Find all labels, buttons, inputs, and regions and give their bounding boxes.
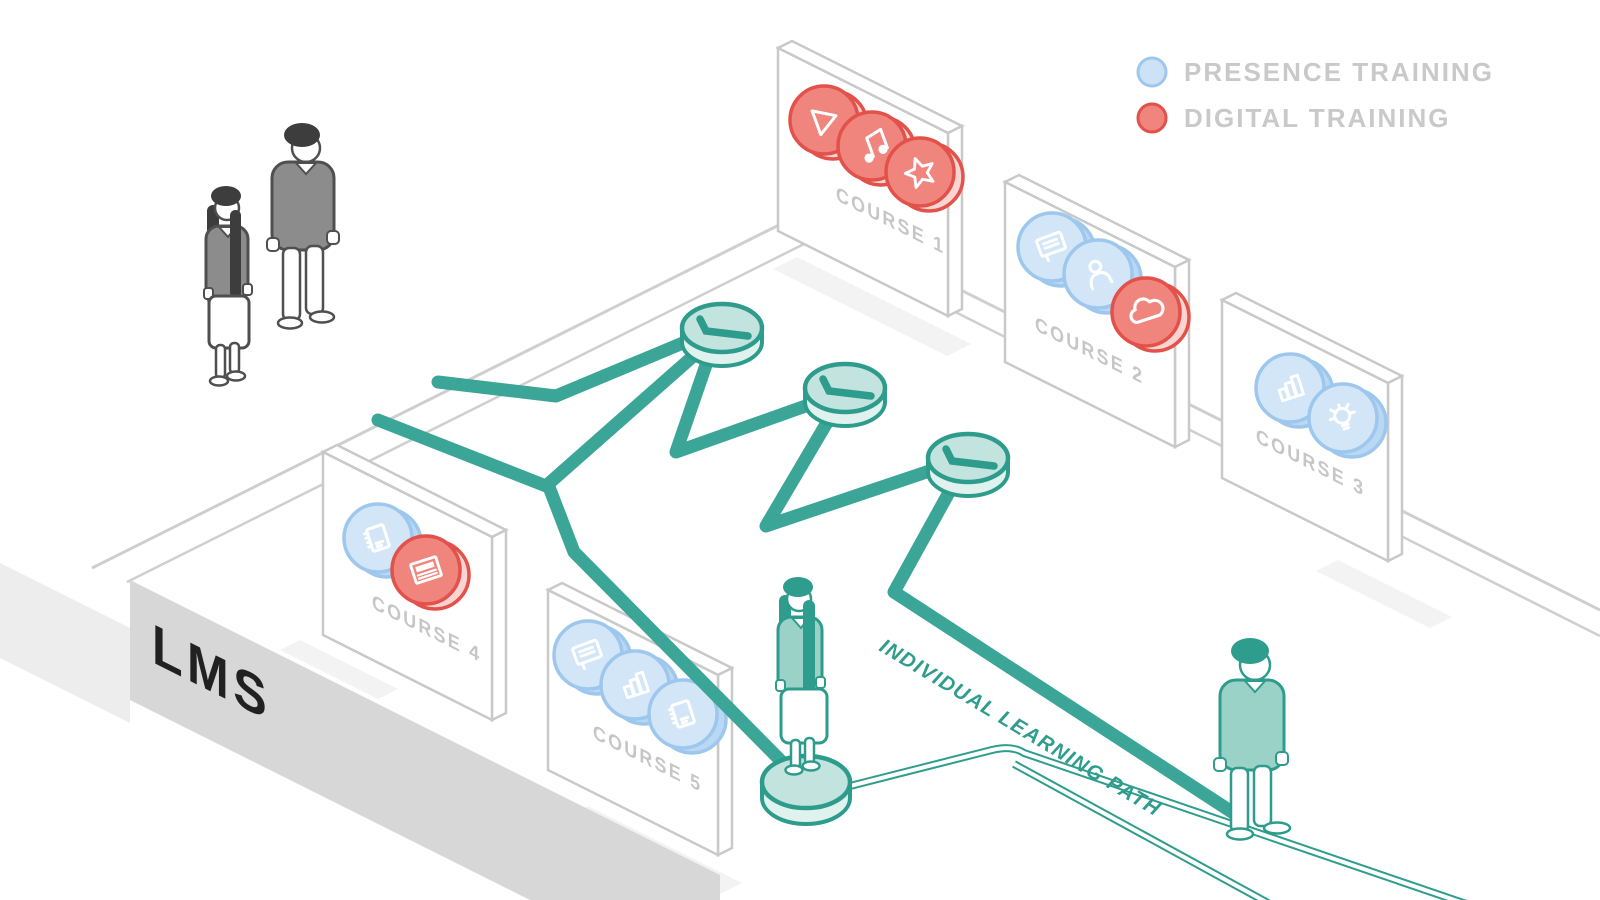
course-2-badges (1016, 211, 1191, 353)
course-sign-1: COURSE 1 (775, 39, 965, 319)
digital-training-label: DIGITAL TRAINING (1184, 103, 1450, 133)
course-sign-2: COURSE 2 (1002, 173, 1192, 450)
platform-step-face (0, 563, 130, 723)
badge-digital (1110, 276, 1191, 353)
presence-training-swatch-icon (1136, 56, 1168, 88)
learner-woman-on-path (775, 577, 829, 776)
badge-digital (884, 136, 965, 213)
badge-presence (1307, 382, 1388, 459)
checkpoint-2 (802, 361, 888, 428)
course-1-badges (788, 84, 965, 213)
badge-presence (647, 678, 728, 755)
waiting-man-gray (266, 123, 340, 330)
platform-front-face (130, 580, 720, 900)
waiting-woman-gray (203, 186, 253, 387)
digital-training-swatch-icon (1136, 102, 1168, 134)
legend: PRESENCE TRAINING DIGITAL TRAINING (1136, 56, 1494, 134)
legend-item-digital: DIGITAL TRAINING (1136, 102, 1450, 134)
course-3-badges (1254, 352, 1388, 459)
path-branch-to-learner (542, 480, 797, 777)
course-4-badges (342, 502, 471, 611)
badge-presence (1254, 352, 1335, 429)
individual-learning-path-label: INDIVIDUAL LEARNING PATH (875, 635, 1165, 822)
checkmark-icon (942, 445, 998, 470)
course-5-badges (552, 619, 728, 755)
learner-pedestal-disc (759, 753, 853, 826)
learner-man-at-path-end (1213, 638, 1292, 841)
presence-training-label: PRESENCE TRAINING (1184, 57, 1494, 87)
course-sign-3: COURSE 3 (1219, 291, 1405, 564)
checkmark-icon (696, 315, 752, 340)
course-sign-4: COURSE 4 (320, 443, 509, 723)
path-future-outline (849, 744, 1467, 900)
legend-item-presence: PRESENCE TRAINING (1136, 56, 1494, 88)
path-entry-segment-upper (431, 323, 721, 403)
checkpoint-1 (679, 301, 765, 368)
checkpoint-3 (925, 431, 1011, 498)
badge-digital (390, 534, 471, 611)
checkmark-icon (819, 375, 875, 400)
